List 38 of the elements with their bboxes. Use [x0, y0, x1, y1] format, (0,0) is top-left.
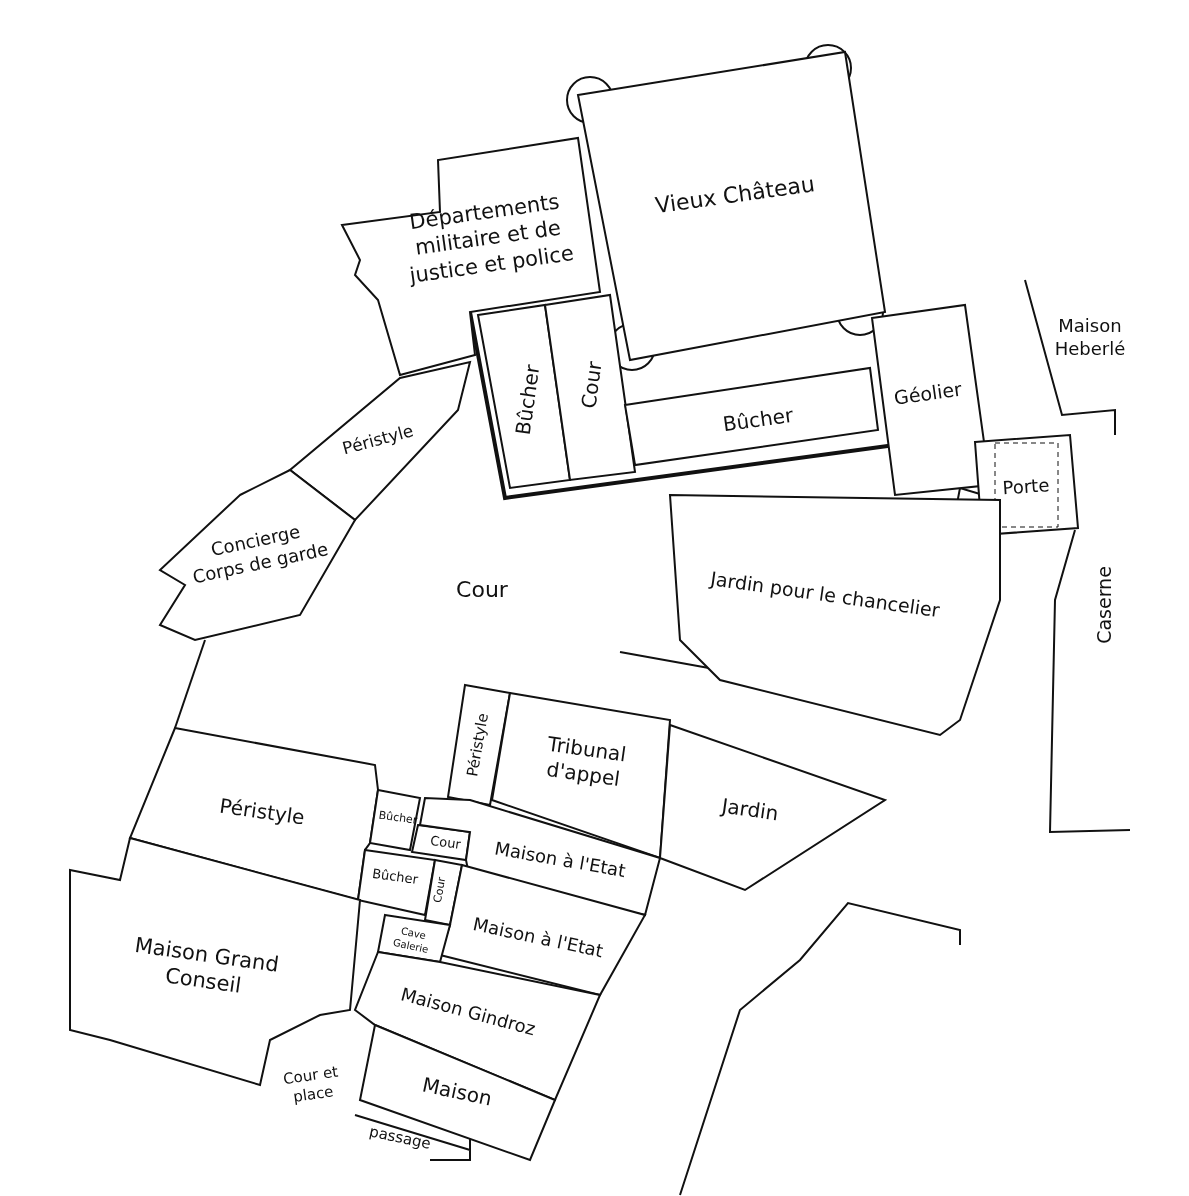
room-outline	[160, 470, 355, 640]
room-outline	[660, 725, 885, 890]
room-name: Péristyle	[339, 419, 417, 461]
room-name: Bûcher	[376, 807, 420, 829]
room-outline	[545, 295, 635, 480]
room-name: Géolier	[891, 376, 965, 411]
room-name: Maison Gindroz	[397, 982, 539, 1042]
room-name: Cour	[430, 875, 450, 906]
room-name: Maison	[419, 1071, 496, 1113]
room-name: Départements militaire et de justice et police	[406, 188, 577, 290]
room-name: Maison Grand Conseil	[132, 931, 282, 1001]
place-label: Maison Heberlé	[1053, 314, 1127, 360]
room-name: Bûcher	[720, 401, 796, 439]
room-outline	[70, 838, 360, 1085]
place-label: Caserne	[1093, 565, 1117, 646]
room-name: Bûcher	[370, 864, 420, 889]
room-outline	[290, 362, 470, 520]
room-name: Tribunal d'appel	[544, 730, 629, 793]
room-name: Concierge Corps de garde	[189, 519, 331, 589]
room-outline	[358, 850, 435, 915]
place-label: Cour et place	[281, 1061, 341, 1108]
room-name: Porte	[1000, 473, 1051, 501]
room-outline	[625, 368, 878, 465]
room-name: Péristyle	[217, 792, 307, 832]
place-label: passage	[366, 1121, 434, 1155]
room-name: Cave Galerie	[391, 924, 431, 957]
room-name: Bûcher	[509, 362, 546, 439]
room-outline	[478, 305, 570, 488]
room-name: Cour	[427, 831, 463, 854]
room-name: Cour	[575, 358, 608, 412]
room-name: Jardin pour le chancelier	[707, 566, 943, 624]
room-name: Vieux Château	[652, 170, 818, 221]
room-name: Maison à l'Etat	[492, 836, 629, 884]
room-name: Péristyle	[462, 710, 494, 781]
room-name: Jardin	[718, 792, 781, 828]
room-name: Maison à l'Etat	[470, 912, 607, 964]
room-outline	[370, 790, 420, 850]
place-label: Cour	[455, 576, 509, 604]
